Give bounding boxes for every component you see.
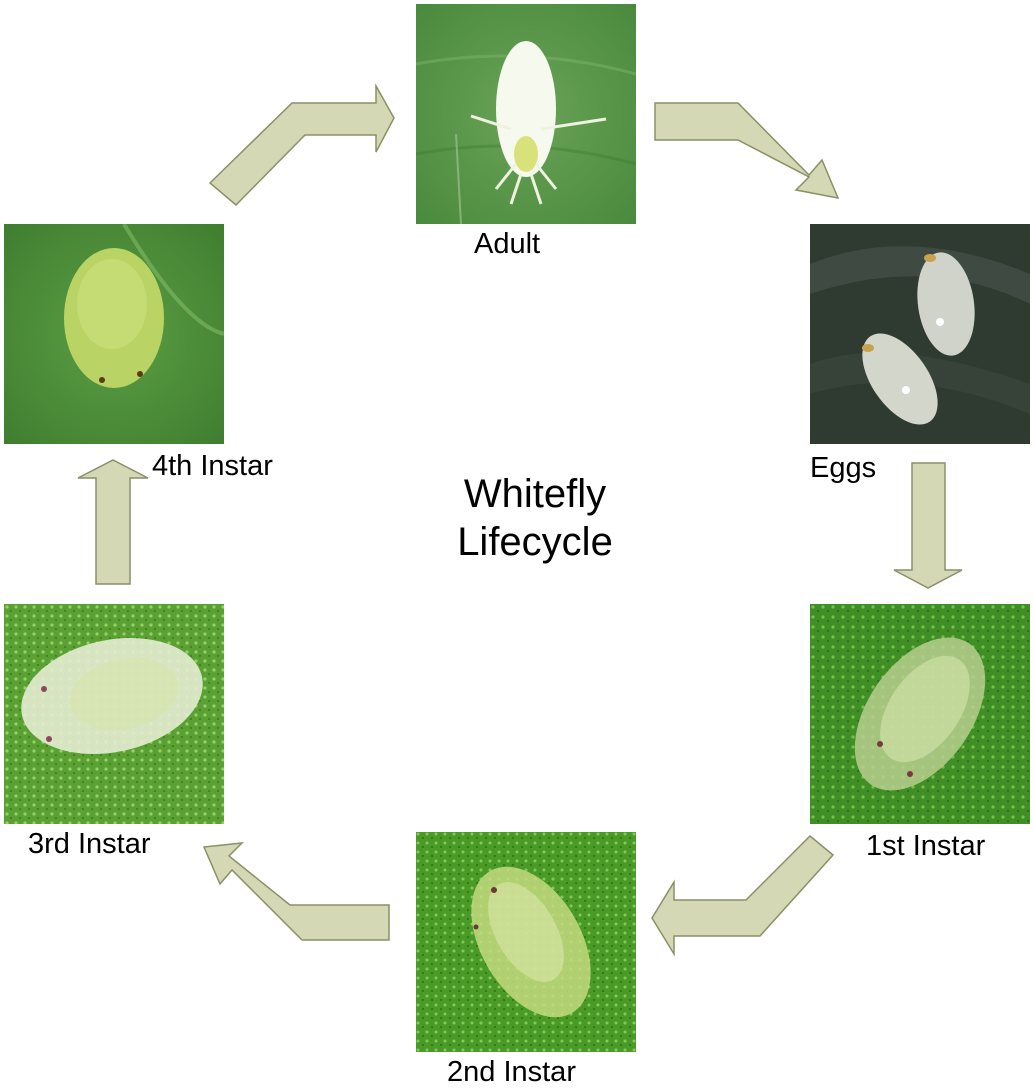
- third-instar-label: 3rd Instar: [28, 828, 151, 860]
- arrow-fourth-to-adult: [208, 83, 395, 207]
- title-line-2: Lifecycle: [457, 520, 613, 564]
- arrow-third-to-fourth: [77, 459, 149, 585]
- arrow-adult-to-eggs: [654, 102, 840, 199]
- first-instar-label: 1st Instar: [866, 830, 986, 862]
- first-instar-photo: [810, 604, 1030, 824]
- second-instar-photo: [416, 832, 636, 1052]
- diagram-title: Whitefly Lifecycle: [380, 470, 690, 566]
- arrow-second-to-third: [202, 842, 390, 941]
- arrow-eggs-to-first: [893, 462, 963, 589]
- second-instar-label: 2nd Instar: [447, 1056, 576, 1088]
- eggs-photo: [810, 224, 1030, 444]
- adult-photo: [416, 4, 636, 224]
- third-instar-photo: [4, 604, 224, 824]
- fourth-instar-label: 4th Instar: [152, 450, 273, 482]
- adult-label: Adult: [474, 228, 541, 260]
- title-line-1: Whitefly: [463, 472, 607, 516]
- eggs-label: Eggs: [810, 452, 877, 484]
- fourth-instar-photo: [4, 224, 224, 444]
- arrow-first-to-second: [651, 834, 835, 957]
